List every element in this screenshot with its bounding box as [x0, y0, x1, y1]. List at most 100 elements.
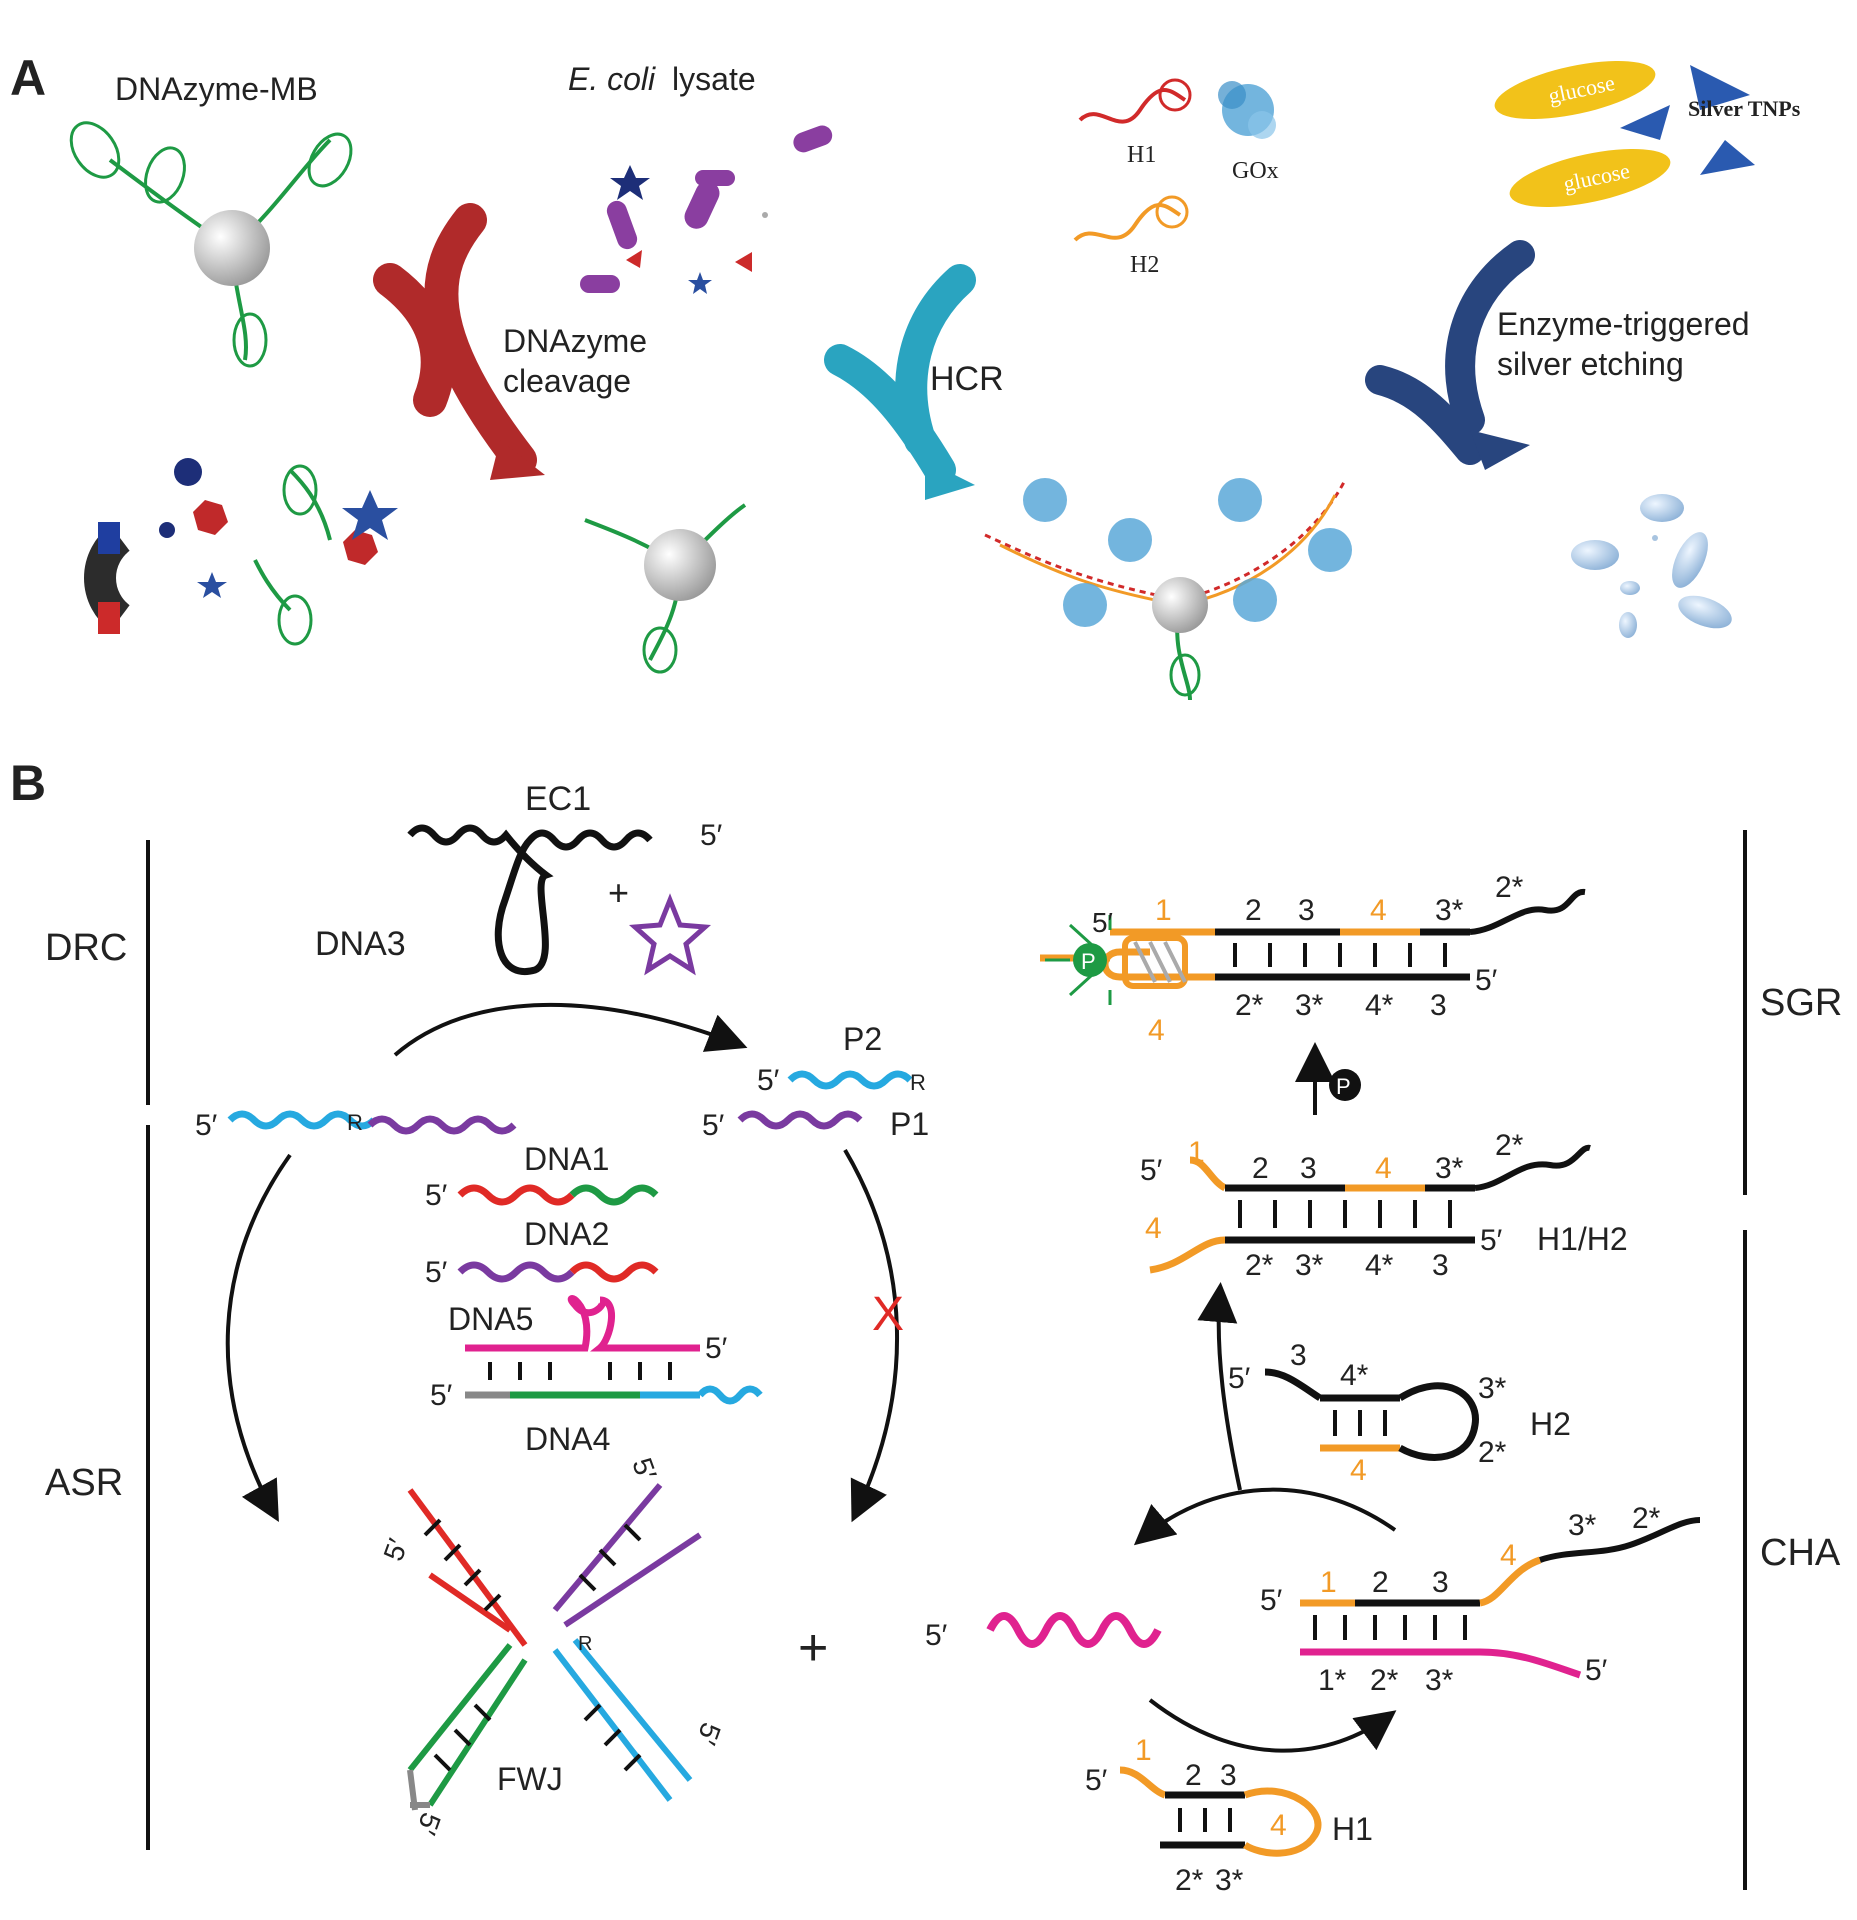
h2b-label: H2	[1530, 1406, 1571, 1442]
dna4-dna5-basepairs	[488, 1362, 672, 1380]
sgr-d3s-top: 3*	[1435, 894, 1464, 927]
sgr-label: SGR	[1760, 982, 1842, 1024]
asr-label: ASR	[45, 1462, 123, 1504]
h1h2-d2s-top: 2*	[1495, 1129, 1524, 1162]
plus-sign-1: +	[608, 872, 629, 913]
dna1-label: DNA1	[524, 1141, 609, 1177]
p1-label: P1	[890, 1106, 929, 1142]
h1h2-d3s: 3*	[1435, 1152, 1464, 1185]
panel-b: B DRC ASR SGR CHA EC1 DNA3 5′ + 5′ R	[10, 755, 1842, 1897]
fwj-5prime-purple: 5′	[626, 1454, 662, 1484]
dnazyme-mb-label: DNAzyme-MB	[115, 71, 318, 107]
ecoli-lysate-label: E. coli lysate	[568, 61, 756, 97]
fwj-r: R	[578, 1633, 592, 1655]
h2-label: H2	[1130, 252, 1159, 278]
h1h2-d3-bottom: 3	[1432, 1249, 1449, 1282]
h2b-d4s: 4*	[1340, 1359, 1369, 1392]
substrate-strand-icon	[227, 1110, 517, 1135]
cha-recycle-arrow	[1133, 1487, 1397, 1546]
step2-arrowhead	[925, 460, 975, 500]
dna2-red-segment	[569, 1261, 659, 1283]
asr-left-arrow	[225, 1153, 292, 1522]
dnazyme-mb-bead-icon	[69, 121, 353, 368]
p1-5prime: 5′	[702, 1109, 725, 1142]
dna5-5prime: 5′	[705, 1332, 728, 1365]
h1h2-d3: 3	[1300, 1152, 1317, 1185]
magnet-icon	[84, 522, 131, 634]
dup-d1s: 1*	[1318, 1664, 1347, 1697]
step1-arrowhead	[490, 440, 545, 480]
fwj-5prime-cyan: 5′	[691, 1719, 727, 1749]
h1h2-5prime-top: 5′	[1140, 1154, 1163, 1187]
h1h2-d4s: 4*	[1365, 1249, 1394, 1282]
h2b-d3s: 3*	[1478, 1372, 1507, 1405]
h1h2-d3s-bottom: 3*	[1295, 1249, 1324, 1282]
fwj-junction-icon	[407, 1483, 702, 1811]
glucose-ellipse-2: glucose	[1509, 148, 1671, 208]
sgr-product-icon	[1040, 888, 1586, 1005]
h2-hairpin-icon	[1073, 195, 1189, 242]
fwj-5prime-gray: 5′	[411, 1809, 447, 1839]
dup-5prime-top: 5′	[1260, 1584, 1283, 1617]
fwj-label: FWJ	[497, 1761, 563, 1797]
substrate-5prime: 5′	[195, 1109, 218, 1142]
released-strand-5prime: 5′	[925, 1619, 948, 1652]
h1h2-5prime-right: 5′	[1480, 1224, 1503, 1257]
step2-arrow	[824, 264, 976, 486]
dna3-label: DNA3	[315, 925, 406, 963]
p1-strand-icon	[737, 1110, 863, 1130]
sgr-p-label: P	[1081, 949, 1096, 974]
ec1-label: EC1	[525, 780, 591, 818]
h1h2-d2s: 2*	[1245, 1249, 1274, 1282]
p2-5prime: 5′	[757, 1064, 780, 1097]
phosphate-badge-label: P	[1336, 1074, 1351, 1099]
dup-d4: 4	[1500, 1539, 1517, 1572]
h1b-d3: 3	[1220, 1759, 1237, 1792]
step1-label-line1: DNAzyme	[503, 323, 647, 359]
h1b-d2s: 2*	[1175, 1864, 1204, 1897]
gox-enzyme-icon	[1218, 81, 1276, 139]
dna2-5prime: 5′	[425, 1256, 448, 1289]
dna4-label: DNA4	[525, 1421, 610, 1457]
p2-label: P2	[843, 1021, 882, 1057]
h1h2-label: H1/H2	[1537, 1221, 1628, 1257]
phosphate-badge	[1329, 1069, 1361, 1101]
gox-label: GOx	[1232, 158, 1279, 184]
dup-d3s: 3*	[1425, 1664, 1454, 1697]
h1-label: H1	[1127, 142, 1156, 168]
p2-r: R	[910, 1070, 926, 1095]
cha-bottom-arrow	[1148, 1698, 1397, 1753]
released-strand-icon	[986, 1612, 1162, 1648]
dup-d2s-top: 2*	[1632, 1502, 1661, 1535]
cha-up-arrow	[1197, 1282, 1242, 1491]
h1-hairpin-icon	[1078, 78, 1192, 124]
cleaved-bead-icon	[584, 503, 747, 674]
dup-d3s-top: 3*	[1568, 1509, 1597, 1542]
h2b-5prime: 5′	[1228, 1362, 1251, 1395]
h1b-d4: 4	[1270, 1809, 1287, 1842]
h1h2-duplex-icon	[1149, 1144, 1591, 1274]
silver-tnp-icon	[1620, 65, 1755, 175]
ec1-5prime: 5′	[700, 819, 723, 852]
substrate-r: R	[347, 1110, 363, 1135]
h1-hairpin-b-icon	[1119, 1766, 1322, 1857]
sgr-d3: 3	[1298, 894, 1315, 927]
h1h2-d2: 2	[1252, 1152, 1269, 1185]
sgr-d4-bottom: 4	[1148, 1014, 1165, 1047]
panel-a-label: A	[10, 50, 46, 106]
step3-arrow	[1365, 240, 1535, 465]
drc-label: DRC	[45, 927, 127, 969]
sgr-d4: 4	[1370, 894, 1387, 927]
sgr-d2s: 2*	[1235, 989, 1264, 1022]
ecoli-lysate-icon	[580, 125, 833, 294]
lysate-particles-icon	[159, 458, 398, 646]
step3-label-line2: silver etching	[1497, 346, 1684, 382]
sgr-d4s: 4*	[1365, 989, 1394, 1022]
step3-label-line1: Enzyme-triggered	[1497, 306, 1750, 342]
dup-d2s: 2*	[1370, 1664, 1399, 1697]
hcr-product-icon	[984, 478, 1352, 701]
dna1-green-segment	[569, 1184, 659, 1206]
h1b-d3s: 3*	[1215, 1864, 1244, 1897]
h2-hairpin-b-icon	[1264, 1368, 1479, 1461]
sgr-d1: 1	[1155, 894, 1172, 927]
